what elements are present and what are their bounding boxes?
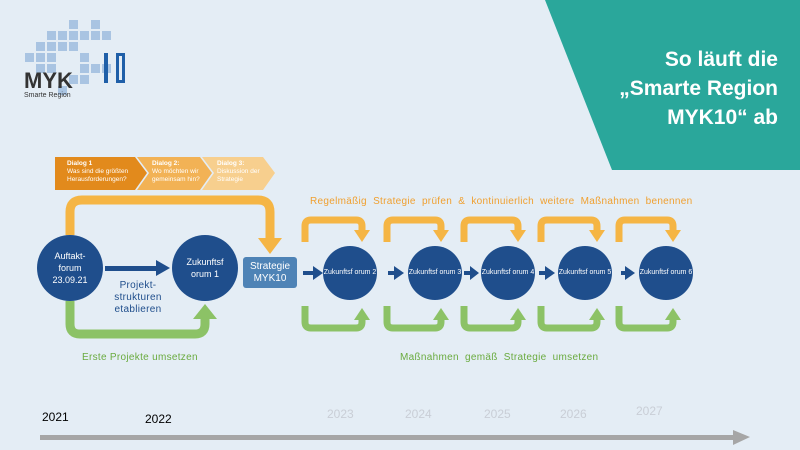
strategy-node: Strategie MYK10: [243, 257, 297, 288]
logo-subtitle: Smarte Region: [24, 92, 71, 99]
title-banner: [545, 0, 800, 170]
page-title: So läuft die „Smarte Region MYK10“ ab: [619, 45, 778, 132]
measures-label: Maßnahmen gemäß Strategie umsetzen: [400, 352, 599, 363]
dialog-2: Dialog 2:Wo möchten wir gemeinsam hin?: [152, 160, 200, 183]
forum-node: Zukunftsf orum 2: [323, 246, 377, 300]
title-line: „Smarte Region: [619, 77, 778, 100]
forum-1-node: Zukunftsf orum 1: [172, 235, 238, 301]
year-2027: 2027: [636, 404, 663, 418]
first-projects-label: Erste Projekte umsetzen: [82, 352, 198, 363]
year-2021: 2021: [42, 410, 69, 424]
title-line: MYK10“ ab: [667, 106, 778, 129]
logo-name: MYK: [24, 68, 73, 93]
logo-number: [104, 53, 108, 83]
year-2022: 2022: [145, 412, 172, 426]
year-2025: 2025: [484, 407, 511, 421]
forum-node: Zukunftsf orum 3: [408, 246, 462, 300]
forum-node: Zukunftsf orum 4: [481, 246, 535, 300]
title-line: So läuft die: [664, 48, 778, 71]
timeline-bar: [40, 435, 735, 440]
dialog-3: Dialog 3:Diskussion der Strategie: [217, 160, 260, 183]
logo-number-text: 10: [115, 51, 116, 52]
year-2024: 2024: [405, 407, 432, 421]
green-loop-arrow: [65, 301, 210, 339]
structures-label: Projekt-strukturen etablieren: [114, 280, 162, 315]
year-2023: 2023: [327, 407, 354, 421]
orange-loop-arrow: [65, 195, 275, 240]
forum-node: Zukunftsf orum 5: [558, 246, 612, 300]
year-2026: 2026: [560, 407, 587, 421]
kickoff-forum-node: Auftakt-forum 23.09.21: [37, 235, 103, 301]
forum-node: Zukunftsf orum 6: [639, 246, 693, 300]
review-label: Regelmäßig Strategie prüfen & kontinuier…: [310, 196, 693, 207]
